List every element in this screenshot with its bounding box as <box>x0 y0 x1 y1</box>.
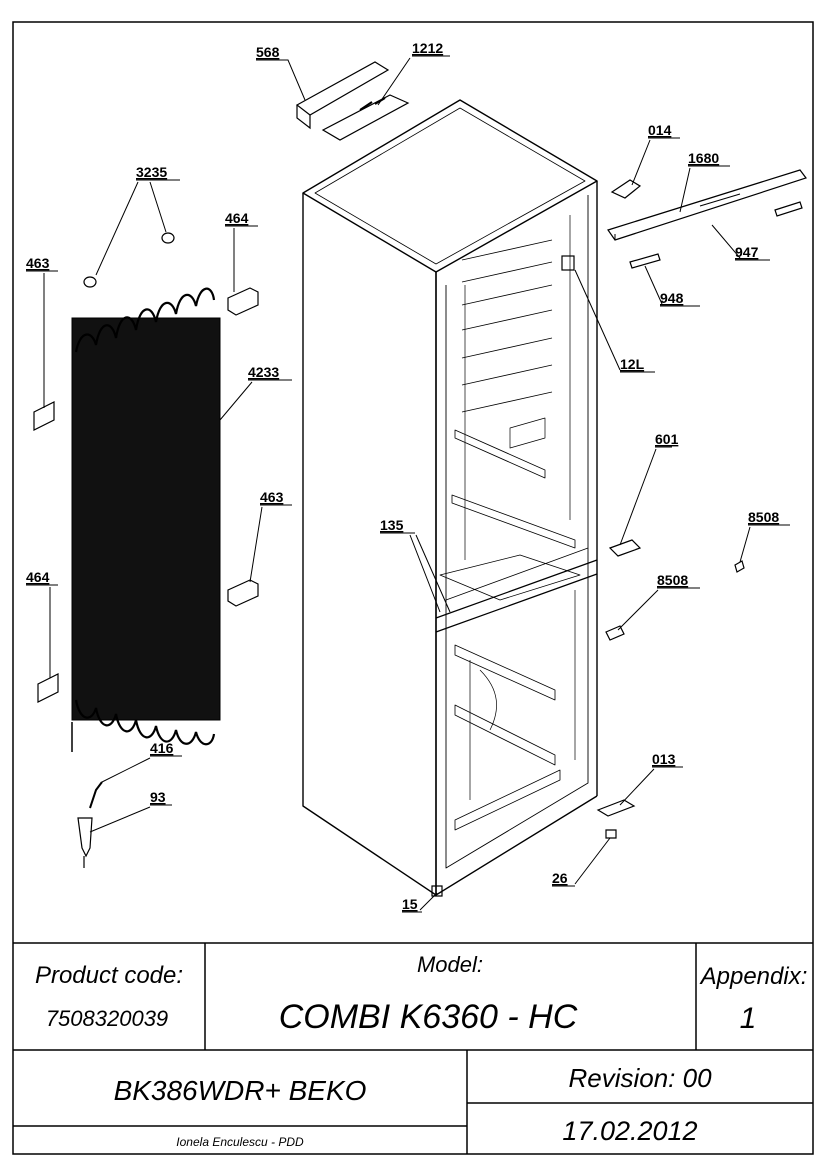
sheet-border <box>12 21 814 1155</box>
callout-4233: 4233 <box>248 364 279 380</box>
callout-013: 013 <box>652 751 676 767</box>
callout-948: 948 <box>660 290 684 306</box>
callout-8508-lower: 8508 <box>657 572 688 588</box>
model-value: COMBI K6360 - HC <box>279 998 578 1036</box>
product-code-value: 7508320039 <box>46 1006 168 1031</box>
callout-464-lower: 464 <box>26 569 50 585</box>
appendix-label: Appendix: <box>699 963 808 990</box>
leader-lines <box>26 55 790 913</box>
callout-15: 15 <box>402 896 418 912</box>
callout-26: 26 <box>552 870 568 886</box>
author-label: Ionela Enculescu - PDD <box>176 1135 304 1149</box>
date-label: 17.02.2012 <box>562 1116 697 1146</box>
callout-463-right: 463 <box>260 489 284 505</box>
revision-label: Revision: 00 <box>568 1063 712 1093</box>
callout-8508-upper: 8508 <box>748 509 779 525</box>
condenser-coil <box>71 287 221 752</box>
variant-label: BK386WDR+ BEKO <box>114 1075 367 1106</box>
callout-12L: 12L <box>620 356 645 372</box>
callout-1680: 1680 <box>688 150 719 166</box>
callout-93: 93 <box>150 789 166 805</box>
callout-463-left: 463 <box>26 255 50 271</box>
appendix-value: 1 <box>740 1002 757 1035</box>
callout-947: 947 <box>735 244 759 260</box>
small-parts <box>33 61 807 897</box>
title-block <box>13 942 813 1154</box>
model-label: Model: <box>417 952 483 977</box>
callout-135: 135 <box>380 517 404 533</box>
callout-416: 416 <box>150 740 174 756</box>
callout-464-upper: 464 <box>225 210 249 226</box>
product-code-label: Product code: <box>35 962 183 989</box>
callout-labels: 568 1212 014 1680 947 948 12L 3235 464 4… <box>26 40 779 912</box>
callout-568: 568 <box>256 44 280 60</box>
fridge-cabinet <box>302 99 598 896</box>
callout-1212: 1212 <box>412 40 443 56</box>
callout-601: 601 <box>655 431 679 447</box>
callout-3235: 3235 <box>136 164 167 180</box>
callout-014: 014 <box>648 122 672 138</box>
